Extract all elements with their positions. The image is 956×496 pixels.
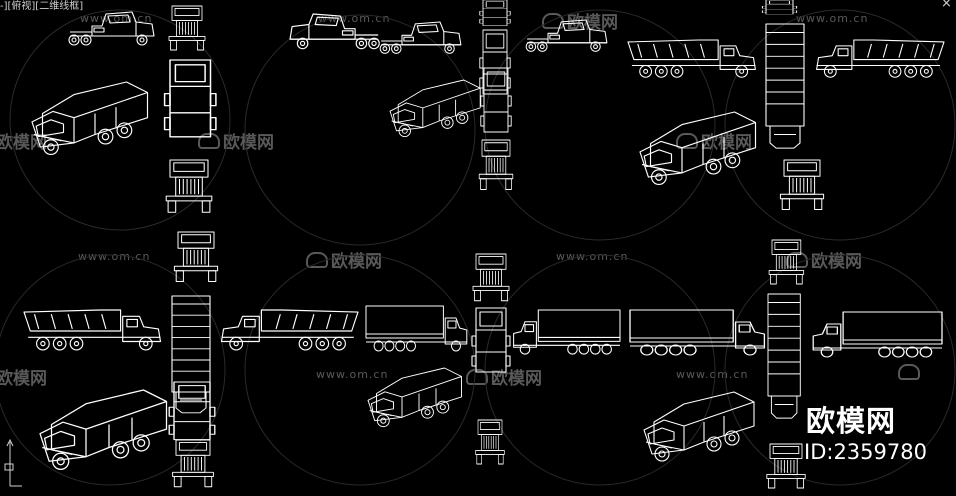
box-truck-top-1[interactable] — [471, 307, 511, 373]
box-truck-side-1[interactable] — [365, 305, 468, 352]
trailer-top-1[interactable] — [765, 23, 805, 149]
box-truck-side-4[interactable] — [812, 311, 943, 358]
watermark-brand: 欧模网 — [198, 128, 274, 153]
watermark-brand: 欧模网 — [466, 364, 542, 389]
watermark-logo-icon — [466, 369, 488, 385]
dump-truck-isometric-2[interactable] — [39, 389, 168, 470]
viewport-view-label[interactable]: -][俯视][二维线框] — [0, 1, 84, 12]
trailer-top-3[interactable] — [767, 293, 801, 419]
tractor-front-2[interactable] — [165, 159, 213, 213]
dump-truck-side-3[interactable] — [23, 309, 162, 351]
box-truck-front-1[interactable] — [472, 253, 510, 302]
tractor-top-1[interactable] — [479, 0, 511, 27]
tractor-isometric-1[interactable] — [31, 81, 149, 156]
trailer-top-2[interactable] — [171, 295, 211, 414]
watermark-logo-icon — [898, 364, 920, 380]
tractor-side-4[interactable] — [525, 19, 608, 52]
watermark-brand-text: 欧模网 — [491, 369, 542, 389]
box-truck-isometric-2[interactable] — [643, 391, 755, 462]
watermark-brand-text: 欧模网 — [331, 252, 382, 272]
watermark-brand: 欧模网 — [542, 8, 618, 33]
tractor-isometric-2[interactable] — [389, 79, 481, 138]
ucs-axis-icon — [4, 438, 22, 487]
watermark-brand-text: 欧模网 — [567, 13, 618, 33]
dump-truck-front-2[interactable] — [173, 231, 219, 282]
construction-circles — [0, 9, 956, 486]
box-truck-front-4[interactable] — [766, 443, 806, 489]
tractor-top-3[interactable] — [761, 0, 798, 15]
watermark-logo-icon — [198, 133, 220, 149]
box-truck-side-2[interactable] — [513, 309, 621, 355]
watermark-brand-text: 欧模网 — [811, 252, 862, 272]
watermark-logo-icon — [676, 133, 698, 149]
model-id-text: ID:2359780 — [804, 440, 927, 464]
tractor-side-3[interactable] — [379, 21, 462, 54]
watermark-brand — [898, 364, 923, 384]
box-truck-side-3[interactable] — [629, 309, 766, 356]
watermark-logo-icon — [542, 13, 564, 29]
tractor-top-4[interactable] — [163, 59, 217, 138]
watermark-brand-text: 欧模网 — [0, 369, 47, 389]
dump-truck-isometric-1[interactable] — [639, 111, 757, 186]
watermark-url: www.om.cn — [78, 250, 151, 263]
watermark-brand-text: 欧模网 — [223, 133, 274, 153]
dump-truck-side-4[interactable] — [220, 309, 359, 351]
box-truck-front-2[interactable] — [768, 239, 805, 285]
tractor-front-3[interactable] — [478, 139, 514, 190]
dump-truck-front-1[interactable] — [779, 159, 825, 210]
dump-truck-front-3[interactable] — [172, 439, 214, 488]
dump-truck-side-1[interactable] — [627, 39, 756, 78]
box-truck-isometric-1[interactable] — [367, 367, 462, 428]
brand-logo-text: 欧模网 — [806, 404, 897, 438]
watermark-url: www.om.cn — [796, 12, 869, 25]
watermark-url: www.om.cn — [556, 250, 629, 263]
tractor-side-2[interactable] — [289, 13, 380, 50]
watermark-url: www.om.cn — [316, 368, 389, 381]
dump-truck-side-2[interactable] — [816, 39, 945, 78]
viewport-close-button[interactable]: × — [941, 0, 952, 11]
watermark-url: www.om.cn — [676, 368, 749, 381]
watermark-brand: 欧模网 — [0, 364, 47, 389]
